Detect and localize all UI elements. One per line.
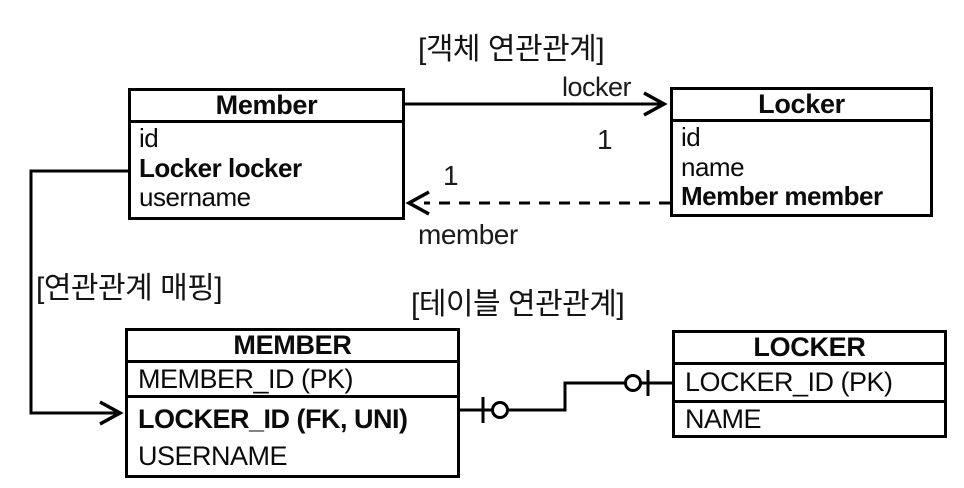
locker-field-member: Member member	[681, 181, 883, 211]
locker-association-label: locker	[562, 72, 632, 102]
member-class-fields: id Locker locker username	[131, 123, 402, 213]
locker-class-fields: id name Member member	[673, 122, 930, 212]
locker-class-box: Locker id name Member member	[670, 87, 933, 217]
member-table-row-member-id: MEMBER_ID (PK)	[128, 363, 457, 398]
member-association-label: member	[418, 219, 518, 250]
member-table-row-username: USERNAME	[138, 441, 288, 471]
member-table-title: MEMBER	[128, 331, 457, 363]
member-field-username: username	[139, 182, 251, 212]
member-table-row-locker-id: LOCKER_ID (FK, UNI)	[138, 404, 408, 434]
table-association-caption: [테이블 연관관계]	[411, 288, 625, 321]
member-class-box: Member id Locker locker username	[128, 88, 405, 220]
member-to-locker-arrowhead-icon	[643, 91, 668, 117]
association-mapping-caption: [연관관계 매핑]	[36, 272, 223, 305]
locker-association-multiplicity: 1	[597, 124, 613, 155]
member-table-box: MEMBER MEMBER_ID (PK) LOCKER_ID (FK, UNI…	[125, 328, 460, 478]
member-field-locker: Locker locker	[139, 152, 302, 183]
locker-field-id: id	[681, 122, 701, 152]
locker-table-row-locker-id: LOCKER_ID (PK)	[675, 365, 944, 403]
member-class-title: Member	[131, 91, 402, 123]
locker-table-box: LOCKER LOCKER_ID (PK) NAME	[672, 330, 947, 438]
mapping-arrowhead-icon	[99, 400, 124, 426]
member-field-id: id	[139, 123, 159, 153]
locker-field-name: name	[681, 151, 745, 182]
table-relationship-line	[460, 381, 672, 412]
member-table-fk-compartment: LOCKER_ID (FK, UNI) USERNAME	[128, 398, 457, 474]
locker-class-title: Locker	[673, 90, 930, 122]
locker-side-optional-circle-icon	[624, 374, 642, 392]
locker-table-title: LOCKER	[675, 333, 944, 365]
member-side-optional-circle-icon	[491, 401, 509, 419]
locker-table-row-name: NAME	[685, 404, 762, 434]
member-association-multiplicity: 1	[443, 160, 459, 191]
object-association-caption: [객체 연관관계]	[418, 33, 605, 66]
mapping-arrow-line	[29, 169, 128, 415]
locker-to-member-arrowhead-icon	[405, 190, 430, 216]
